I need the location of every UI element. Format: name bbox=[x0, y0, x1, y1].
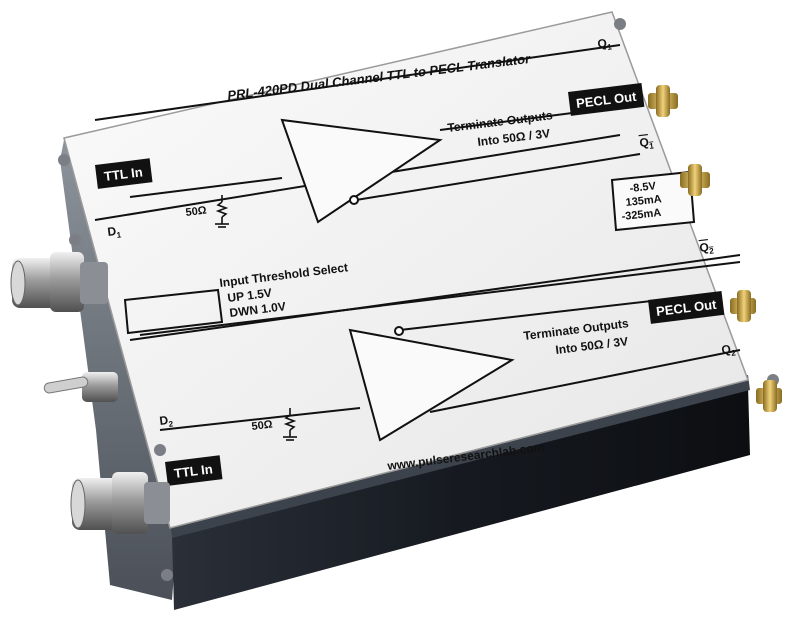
screw-icon bbox=[614, 18, 626, 30]
sma-connector-q1[interactable] bbox=[648, 85, 678, 117]
pecl-out-label-1: PECL Out bbox=[568, 82, 645, 116]
q1bar-label: Q1 bbox=[639, 134, 655, 152]
d2-label: D2 bbox=[159, 412, 175, 430]
q1-label: Q1 bbox=[597, 35, 613, 53]
inversion-bubble bbox=[349, 195, 359, 205]
ttl-in-label-2: TTL In bbox=[165, 455, 223, 486]
sma-connector-q2bar[interactable] bbox=[730, 290, 756, 322]
threshold-dwn: DWN 1.0V bbox=[229, 299, 287, 320]
resistor-1 bbox=[215, 195, 229, 228]
amplifier-1 bbox=[280, 118, 443, 224]
screw-icon bbox=[161, 569, 173, 581]
ttl-in-text-1: TTL In bbox=[103, 164, 143, 184]
sma-connector-q1bar[interactable] bbox=[680, 164, 710, 196]
power-voltage: -8.5V bbox=[629, 180, 657, 195]
q2-label: Q2 bbox=[721, 341, 737, 359]
inversion-bubble bbox=[394, 326, 404, 336]
screw-icon bbox=[69, 234, 81, 246]
res2-label: 50Ω bbox=[251, 418, 274, 432]
res1-label: 50Ω bbox=[185, 204, 208, 218]
amplifier-2 bbox=[348, 328, 515, 442]
power-current-1: 135mA bbox=[625, 193, 662, 209]
screw-icon bbox=[58, 154, 70, 166]
pecl-out-text-2: PECL Out bbox=[655, 297, 717, 319]
power-box bbox=[610, 170, 696, 232]
threshold-toggle-switch[interactable] bbox=[43, 372, 118, 402]
threshold-box bbox=[123, 288, 224, 335]
q2bar-label: Q2 bbox=[699, 239, 715, 257]
screw-icon bbox=[154, 444, 166, 456]
threshold-up: UP 1.5V bbox=[227, 286, 273, 305]
d1-label: D1 bbox=[107, 223, 123, 241]
ttl-in-text-2: TTL In bbox=[173, 461, 213, 481]
ttl-in-label-1: TTL In bbox=[95, 158, 153, 189]
sma-connector-q2[interactable] bbox=[756, 380, 782, 412]
enclosure-side bbox=[172, 385, 750, 610]
schematic bbox=[94, 44, 741, 431]
pecl-out-text-1: PECL Out bbox=[575, 89, 637, 111]
bnc-connector-2[interactable] bbox=[70, 472, 170, 534]
resistor-2 bbox=[283, 408, 297, 441]
pecl-out-label-2: PECL Out bbox=[648, 290, 725, 324]
power-current-2: -325mA bbox=[621, 207, 662, 223]
bnc-connector-1[interactable] bbox=[10, 252, 108, 312]
